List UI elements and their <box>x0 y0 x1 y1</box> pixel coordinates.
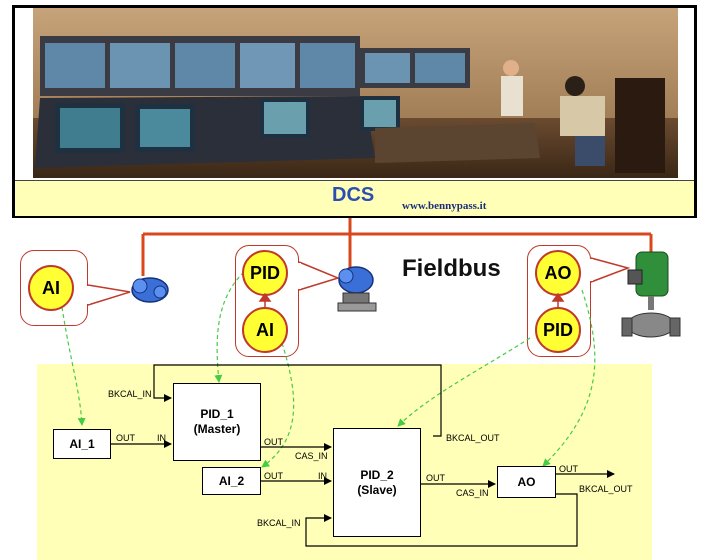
port-pid2-cas-in: CAS_IN <box>295 451 328 461</box>
mapping-arrows <box>61 271 596 468</box>
device-right-pid-circle: PID <box>535 307 581 353</box>
block-ai2: AI_2 <box>202 467 261 495</box>
port-pid1-bkcal-in: BKCAL_IN <box>108 389 152 399</box>
dcs-bar <box>15 180 694 216</box>
block-ai1: AI_1 <box>53 429 111 459</box>
port-pid2-bkcal-out: BKCAL_OUT <box>446 433 500 443</box>
port-ao-out: OUT <box>559 464 578 474</box>
port-ao-bkcal-out: BKCAL_OUT <box>579 484 633 494</box>
port-pid1-out: OUT <box>264 437 283 447</box>
transmitter-icon-middle <box>337 266 377 312</box>
bubble-pointer-middle <box>298 261 341 291</box>
control-valve-icon <box>621 251 681 338</box>
port-ao-cas-in: CAS_IN <box>456 488 489 498</box>
block-ao: AO <box>497 466 556 498</box>
bubble-pointer-left <box>87 284 131 306</box>
block-pid2-name: PID_2 <box>360 467 394 482</box>
fieldbus-label: Fieldbus <box>402 255 501 282</box>
block-pid2-role: (Slave) <box>357 482 397 497</box>
block-ai1-label: AI_1 <box>69 436 95 451</box>
transmitter-icon-left <box>131 277 169 303</box>
signal-wires <box>111 364 615 547</box>
port-ai1-out: OUT <box>116 433 135 443</box>
block-pid1-role: (Master) <box>193 422 241 436</box>
port-pid1-in: IN <box>157 433 166 443</box>
port-pid2-out: OUT <box>426 473 445 483</box>
bubble-pointer-right <box>590 257 631 283</box>
block-ao-label: AO <box>517 474 536 489</box>
control-room-photo <box>33 8 678 178</box>
dcs-photo-frame <box>12 5 697 218</box>
port-ai2-out: OUT <box>264 471 283 481</box>
website-label: www.bennypass.it <box>402 200 487 212</box>
dcs-label: DCS <box>332 184 375 206</box>
port-pid2-bkcal-in: BKCAL_IN <box>257 518 301 528</box>
device-middle-ai-circle: AI <box>242 307 288 353</box>
block-pid1-name: PID_1 <box>200 407 234 421</box>
block-pid1: PID_1 (Master) <box>173 383 261 461</box>
port-pid2-in: IN <box>318 471 327 481</box>
device-left-ai-circle: AI <box>28 265 74 311</box>
block-pid2: PID_2 (Slave) <box>333 428 421 537</box>
block-ai2-label: AI_2 <box>218 473 245 488</box>
